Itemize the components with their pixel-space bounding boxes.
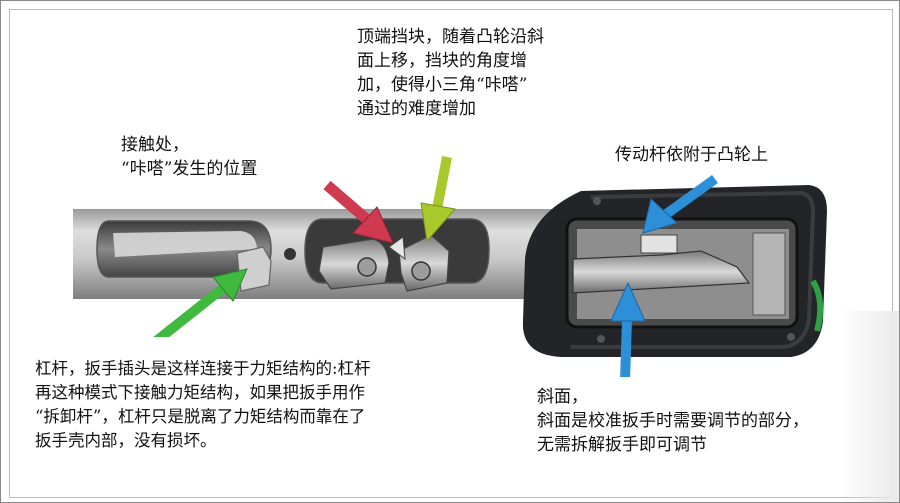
caption-line: 杠杆，扳手插头是这样连接于力矩结构的:杠杆 [35, 359, 371, 378]
lever-caption-panel [19, 337, 489, 497]
drive-rod [640, 234, 678, 254]
slope-ramp [572, 250, 751, 294]
blue-arrow-drive-rod [642, 174, 718, 234]
yellow-arrow [420, 156, 456, 243]
caption-line: 传动杆依附于凸轮上 [615, 145, 768, 165]
caption-line: 加，使得小三角“咔嗒” [357, 75, 528, 95]
click-triangle [388, 236, 406, 261]
lever-head [236, 246, 272, 292]
contact-caption: 接触处， “咔嗒”发生的位置 [121, 133, 257, 181]
caption-line: 通过的难度增加 [357, 99, 476, 119]
top-block-caption: 顶端挡块，随着凸轮沿斜 面上移，挡块的角度增 加，使得小三角“咔嗒” 通过的难度… [357, 25, 544, 121]
caption-line: 无需拆解扳手即可调节 [537, 435, 707, 455]
caption-line: “咔嗒”发生的位置 [121, 159, 258, 179]
right-fade [839, 311, 899, 502]
slope-caption: 斜面， 斜面是校准扳手时需要调节的部分， 无需拆解扳手即可调节 [537, 385, 809, 457]
drive-rod-caption: 传动杆依附于凸轮上 [615, 143, 768, 167]
caption-line: 斜面， [537, 387, 588, 407]
caption-line: 再这种模式下接触力矩结构，如果把扳手用作 [35, 383, 365, 402]
lever-caption: 杠杆，扳手插头是这样连接于力矩结构的:杠杆 再这种模式下接触力矩结构，如果把扳手… [35, 357, 371, 453]
caption-line: “拆卸杆”，杠杆只是脱离了力矩结构而靠在了 [35, 407, 366, 426]
tube-hole [284, 248, 296, 260]
caption-line: 面上移，挡块的角度增 [357, 51, 527, 71]
blue-arrow-slope [610, 281, 646, 382]
caption-line: 接触处， [121, 135, 189, 155]
caption-line: 扳手壳内部，没有损坏。 [35, 431, 217, 450]
red-arrow [323, 180, 394, 244]
cam-block-left [318, 238, 390, 290]
caption-line: 斜面是校准扳手时需要调节的部分， [537, 411, 809, 431]
slope-caption-panel [511, 377, 861, 469]
figure-border [9, 9, 893, 498]
caption-line: 顶端挡块，随着凸轮沿斜 [357, 27, 544, 47]
